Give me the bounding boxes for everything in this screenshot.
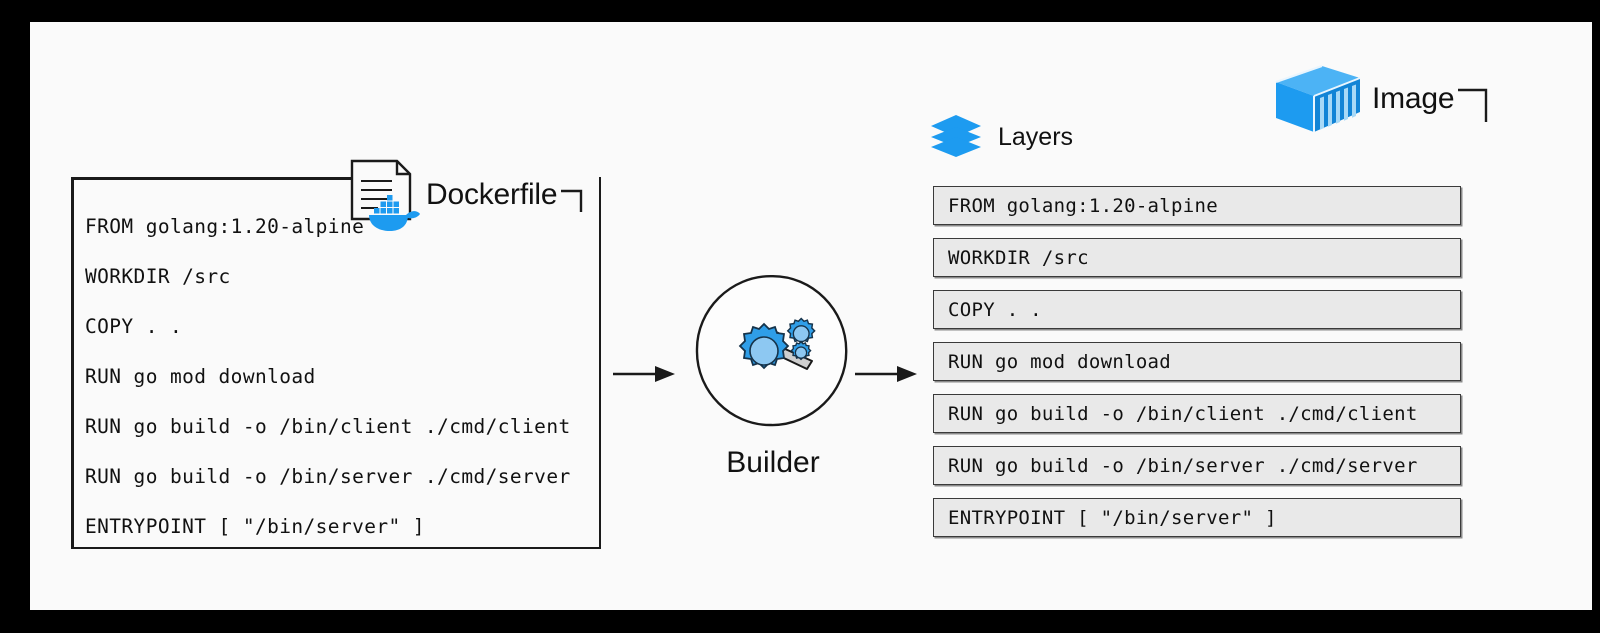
- layer-text: RUN go mod download: [948, 350, 1172, 373]
- panel-edge-right: [905, 563, 908, 610]
- arrow-builder-to-image: [855, 363, 919, 390]
- layer-text: WORKDIR /src: [948, 246, 1089, 269]
- panel-edge-left: [905, 83, 908, 563]
- layer-text: RUN go build -o /bin/client ./cmd/client: [948, 402, 1418, 425]
- layer-row: FROM golang:1.20-alpine: [933, 186, 1461, 225]
- panel-edge-bottom: [71, 546, 601, 549]
- dockerfile-icon: [348, 157, 420, 233]
- code-line: ENTRYPOINT [ "/bin/server" ]: [85, 515, 425, 538]
- dockerfile-label-connector: [561, 189, 583, 212]
- code-line: RUN go mod download: [85, 365, 316, 388]
- panel-edge-right: [598, 177, 601, 549]
- panel-edge-top-left: [71, 177, 356, 180]
- dockerfile-label: Dockerfile: [348, 157, 587, 233]
- dockerfile-label-text: Dockerfile: [426, 178, 558, 211]
- layer-row: ENTRYPOINT [ "/bin/server" ]: [933, 498, 1461, 537]
- panel-edge-left: [71, 177, 74, 549]
- layer-row: COPY . .: [933, 290, 1461, 329]
- layer-text: FROM golang:1.20-alpine: [948, 194, 1218, 217]
- layers-header: Layers: [930, 114, 1073, 160]
- layer-text: ENTRYPOINT [ "/bin/server" ]: [948, 506, 1277, 529]
- builder-label-text: Builder: [726, 446, 820, 479]
- layer-row: RUN go build -o /bin/client ./cmd/client: [933, 394, 1461, 433]
- gear-small: [790, 340, 812, 361]
- panel-edge-top-right: [599, 177, 601, 180]
- layer-row: WORKDIR /src: [933, 238, 1461, 277]
- layers-label-text: Layers: [998, 122, 1074, 151]
- gear-medium: [786, 317, 816, 345]
- layer-row: RUN go build -o /bin/server ./cmd/server: [933, 446, 1461, 485]
- image-label-connector: [1458, 88, 1488, 122]
- layer-text: COPY . .: [948, 298, 1042, 321]
- arrow-dockerfile-to-builder: [613, 363, 677, 390]
- code-line: RUN go build -o /bin/server ./cmd/server: [85, 465, 571, 488]
- builder-node: [694, 273, 849, 428]
- dockerfile-panel: [71, 177, 601, 549]
- layer-text: RUN go build -o /bin/server ./cmd/server: [948, 454, 1418, 477]
- code-line: WORKDIR /src: [85, 265, 231, 288]
- code-line: FROM golang:1.20-alpine: [85, 215, 365, 238]
- image-label-text: Image: [1372, 82, 1455, 115]
- layer-row: RUN go mod download: [933, 342, 1461, 381]
- diagram-canvas: Dockerfile FROM golang:1.20-alpine WORKD…: [30, 22, 1592, 610]
- layer-list: FROM golang:1.20-alpine WORKDIR /src COP…: [933, 186, 1461, 550]
- image-label: Image: [1270, 62, 1492, 136]
- code-line: COPY . .: [85, 315, 183, 338]
- layers-stack-icon: [930, 114, 982, 160]
- gears-wrench-icon: [738, 317, 816, 370]
- dockerfile-code-listing: FROM golang:1.20-alpine WORKDIR /src COP…: [85, 202, 605, 552]
- gear-large: [738, 322, 790, 370]
- code-line: RUN go build -o /bin/client ./cmd/client: [85, 415, 571, 438]
- container-icon: [1270, 62, 1366, 136]
